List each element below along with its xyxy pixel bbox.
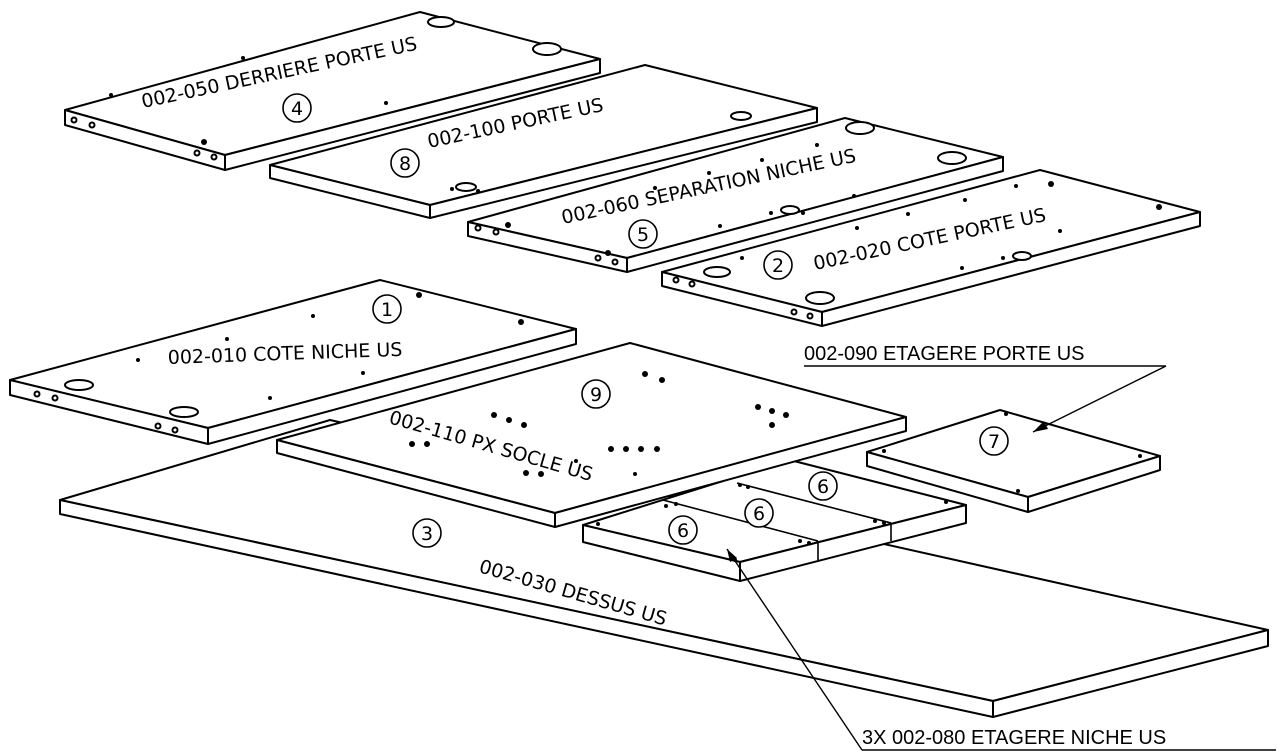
part-porte: 002-100 PORTE US 8: [269, 64, 818, 219]
svg-text:4: 4: [291, 98, 303, 120]
svg-text:9: 9: [590, 384, 602, 406]
svg-text:8: 8: [399, 153, 411, 175]
balloon-px-socle: 9: [581, 379, 611, 409]
svg-text:6: 6: [677, 520, 689, 542]
balloon-etagere-porte: 7: [979, 426, 1009, 456]
svg-text:3: 3: [421, 523, 433, 545]
balloon-etagere-niche-b: 6: [744, 498, 774, 528]
callout-etagere-niche: 3X 002-080 ETAGERE NICHE US: [726, 548, 1276, 751]
svg-text:6: 6: [753, 503, 765, 525]
part-etagere-porte: 7: [866, 409, 1161, 513]
part-px-socle: 002-110 PX SOCLE US 9: [276, 342, 907, 528]
callout-label-etagere-porte: 002-090 ETAGERE PORTE US: [804, 343, 1084, 365]
balloon-cote-niche: 1: [372, 294, 402, 324]
part-cote-porte: 002-020 COTE PORTE US 2: [661, 169, 1201, 327]
balloon-etagere-niche-a: 6: [668, 515, 698, 545]
balloon-porte: 8: [390, 148, 420, 178]
svg-text:7: 7: [988, 431, 1000, 453]
svg-text:6: 6: [817, 476, 829, 498]
balloon-separation-niche: 5: [628, 219, 658, 249]
callout-label-etagere-niche: 3X 002-080 ETAGERE NICHE US: [862, 727, 1166, 749]
svg-text:1: 1: [381, 299, 393, 321]
balloon-derriere-porte: 4: [282, 93, 312, 123]
part-etagere-niche: 6 6 6: [582, 459, 967, 582]
part-derriere-porte: 002-050 DERRIERE PORTE US 4: [64, 11, 601, 171]
part-cote-niche: 002-010 COTE NICHE US 1: [9, 279, 577, 445]
balloon-etagere-niche-c: 6: [808, 471, 838, 501]
balloon-cote-porte: 2: [763, 250, 793, 280]
svg-text:5: 5: [637, 224, 649, 246]
callout-etagere-porte: 002-090 ETAGERE PORTE US: [804, 343, 1167, 433]
svg-text:2: 2: [772, 255, 784, 277]
balloon-dessus: 3: [412, 518, 442, 548]
